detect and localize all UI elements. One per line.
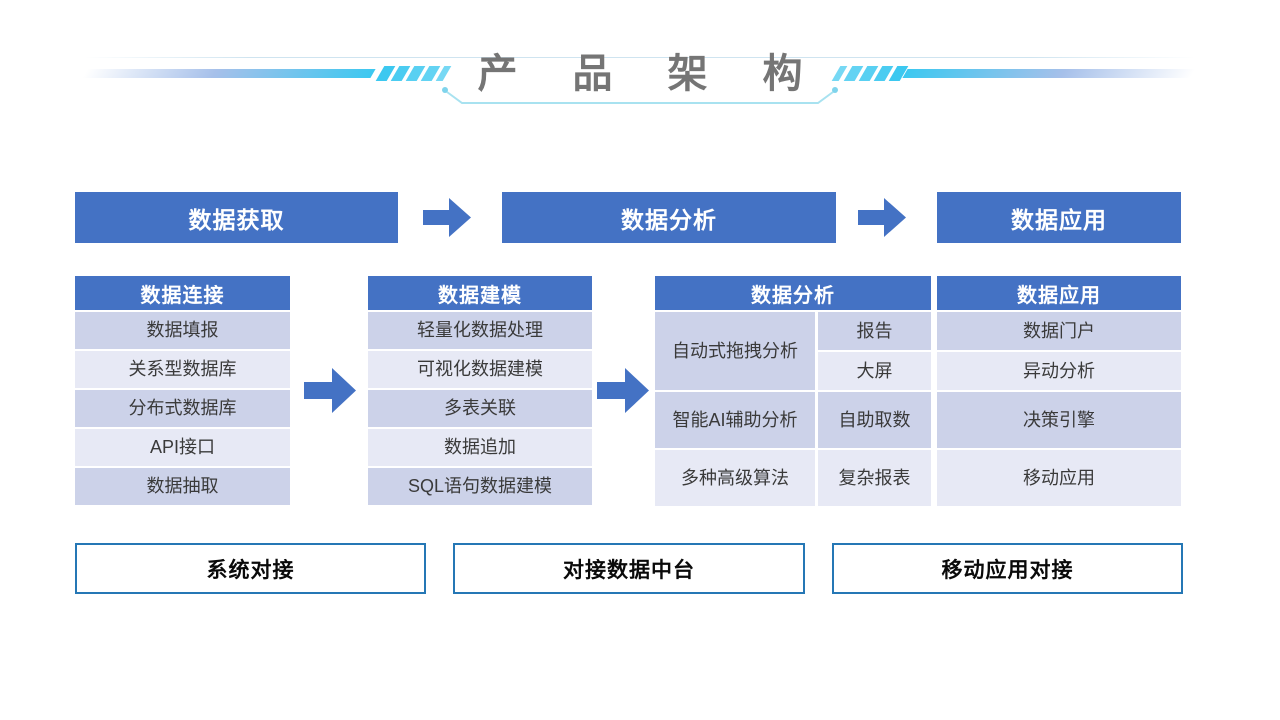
table-data-analysis: 数据分析 自动式拖拽分析 报告 大屏 智能AI辅助分析 自助取数 多种高级算法 … [655, 276, 931, 506]
stage-data-application: 数据应用 [937, 192, 1181, 243]
title-thin-line [85, 57, 1195, 58]
table-cell: 智能AI辅助分析 [655, 392, 815, 448]
table-cell: 数据抽取 [75, 468, 290, 505]
stage-label: 数据获取 [188, 206, 285, 233]
table-cell: 移动应用 [937, 450, 1181, 506]
table-cell: 多表关联 [368, 390, 592, 427]
table-body: 自动式拖拽分析 报告 大屏 智能AI辅助分析 自助取数 多种高级算法 复杂报表 [655, 312, 931, 506]
table-data-modeling: 数据建模 轻量化数据处理 可视化数据建模 多表关联 数据追加 SQL语句数据建模 [368, 276, 592, 505]
table-cell: 数据追加 [368, 429, 592, 466]
table-cell: 数据门户 [937, 312, 1181, 350]
table-cell: API接口 [75, 429, 290, 466]
table-cell: 关系型数据库 [75, 351, 290, 388]
stage-label: 数据分析 [621, 206, 717, 233]
arrow-right-icon [858, 198, 906, 237]
bottom-box-system-integration: 系统对接 [75, 543, 426, 594]
table-cell: 多种高级算法 [655, 450, 815, 506]
table-cell: 报告 [818, 312, 931, 350]
table-data-application: 数据应用 数据门户 异动分析 决策引擎 移动应用 [937, 276, 1181, 506]
table-cell: 复杂报表 [818, 450, 931, 506]
arrow-right-icon [597, 368, 649, 413]
table-cell: 分布式数据库 [75, 390, 290, 427]
table-cell: 异动分析 [937, 352, 1181, 390]
stage-data-analysis: 数据分析 [502, 192, 836, 243]
bottom-box-label: 对接数据中台 [563, 558, 695, 582]
table-cell: 自助取数 [818, 392, 931, 448]
arrow-right-icon [423, 198, 471, 237]
bottom-box-label: 移动应用对接 [941, 558, 1074, 582]
stage-data-acquisition: 数据获取 [75, 192, 398, 243]
page-title: 产品架构 [477, 52, 858, 96]
table-cell: SQL语句数据建模 [368, 468, 592, 505]
table-header: 数据建模 [368, 276, 592, 310]
table-header: 数据连接 [75, 276, 290, 310]
table-header: 数据应用 [937, 276, 1181, 310]
table-cell: 大屏 [818, 352, 931, 390]
table-cell: 可视化数据建模 [368, 351, 592, 388]
table-cell: 决策引擎 [937, 392, 1181, 448]
bottom-box-label: 系统对接 [206, 558, 295, 582]
table-cell: 自动式拖拽分析 [655, 312, 815, 390]
table-cell: 数据填报 [75, 312, 290, 349]
bottom-box-mobile-integration: 移动应用对接 [832, 543, 1183, 594]
title-bracket-line [442, 87, 838, 104]
table-header: 数据分析 [655, 276, 931, 310]
stage-label: 数据应用 [1011, 206, 1107, 233]
table-data-connect: 数据连接 数据填报 关系型数据库 分布式数据库 API接口 数据抽取 [75, 276, 290, 505]
arrow-right-icon [304, 368, 356, 413]
bottom-box-data-platform: 对接数据中台 [453, 543, 805, 594]
table-cell: 轻量化数据处理 [368, 312, 592, 349]
